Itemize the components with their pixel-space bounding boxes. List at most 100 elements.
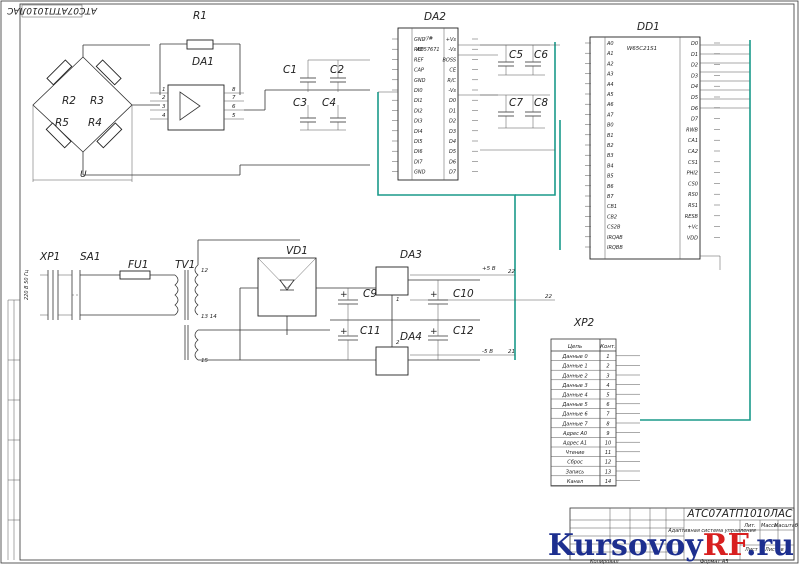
svg-text:⟋/#: ⟋/#	[422, 35, 434, 42]
xp2-row-pin: 5	[606, 393, 609, 399]
svg-text:7: 7	[232, 95, 236, 101]
dd1-right-pin-label: D4	[691, 84, 698, 90]
svg-text:1: 1	[396, 297, 400, 303]
watermark-part3: .ru	[745, 528, 794, 563]
copied-label: Копировал	[590, 559, 619, 565]
r2-label: R2	[62, 95, 76, 107]
svg-text:13 14: 13 14	[201, 314, 217, 320]
svg-text:12: 12	[201, 268, 208, 274]
da2-left-pin-label: DI2	[414, 108, 423, 114]
dd1-left-pin-label: A7	[606, 112, 614, 118]
c10-label: C10	[453, 288, 474, 300]
sa1-switch	[58, 270, 81, 320]
dd1-right-pin-label: CS0	[688, 181, 698, 187]
xp2-row-name: Данные 4	[561, 393, 587, 399]
da2-left-pin-label: GND	[414, 78, 426, 84]
stamp-code: АТС07АТП1010ЛАС	[6, 5, 98, 15]
da2-left-pin-label: DI3	[414, 119, 423, 125]
svg-text:21: 21	[508, 349, 515, 355]
xp2-header-circuit: Цепь	[568, 344, 583, 350]
da2-left-pin-label: DI0	[414, 88, 423, 94]
xp2-row-name: Данные 6	[561, 412, 587, 418]
c6-label: C6	[534, 49, 548, 61]
da1-label: DA1	[192, 56, 214, 68]
title-code: АТС07АТП1010ЛАС	[687, 508, 794, 520]
xp2-row-name: Данные 0	[561, 354, 587, 360]
da2-left-pin-label: DI5	[414, 139, 423, 145]
da4-label: DA4	[400, 331, 422, 343]
svg-text:2: 2	[396, 340, 400, 346]
dd1-label: DD1	[637, 21, 660, 33]
c1-label: C1	[283, 64, 297, 76]
xp2-row-name: Адрес А1	[562, 441, 587, 447]
da2-chip-name: AD57671	[415, 47, 439, 53]
dd1-left-pin-label: A1	[606, 51, 614, 57]
dd1-left-pin-label: B4	[607, 163, 614, 169]
svg-text:+: +	[430, 290, 438, 300]
da2-right-pin-label: D7	[449, 170, 457, 176]
dd1-left-pin-label: B3	[607, 153, 614, 159]
c2-label: C2	[330, 64, 344, 76]
dd1-left-pin-label: B5	[607, 174, 614, 180]
tv1-transformer: 12 13 14 15	[174, 239, 300, 364]
xp2-row-name: Данные 5	[561, 402, 587, 408]
sheets-label: Листов 1	[764, 547, 788, 553]
dd1-right-pin-label: RS1	[688, 203, 698, 209]
title-block	[569, 507, 795, 561]
c4-label: C4	[322, 97, 336, 109]
da2-right-pin-label: D6	[449, 159, 456, 165]
xp2-row-pin: 6	[606, 402, 609, 408]
da2-left-pin-label: DI1	[414, 98, 423, 104]
c12-label: C12	[453, 325, 474, 337]
svg-text:22: 22	[545, 294, 552, 300]
format-label: Формат А3	[700, 559, 728, 565]
dd1-left-pin-label: A6	[606, 102, 614, 108]
xp2-row-pin: 8	[606, 421, 609, 427]
dd1-left-pin-label: A3	[606, 72, 614, 78]
xp2-row-pin: 2	[606, 364, 609, 370]
xp2-row-pin: 12	[605, 460, 611, 466]
r5-label: R5	[55, 117, 69, 129]
dd1-right-pin-label: D1	[691, 52, 698, 58]
c9-label: C9	[363, 288, 377, 300]
da2-right-pin-label: -Vs	[448, 88, 456, 94]
dd1-right-pin-label: D2	[691, 63, 698, 69]
svg-text:4: 4	[162, 113, 166, 119]
da2-left-pin-label: REF	[414, 57, 424, 63]
dd1-left-pin-label: CB2	[607, 214, 617, 220]
da1-chip	[167, 84, 225, 131]
svg-text:+: +	[340, 327, 348, 337]
da3-chip	[375, 266, 409, 296]
dd1-left-pin-label: B0	[607, 123, 614, 129]
da2-right-pin-label: R/C	[447, 78, 456, 84]
c8-label: C8	[534, 97, 548, 109]
xp2-header-contact: Конт.	[600, 344, 616, 350]
dd1-chip-name: W65C21S1	[627, 46, 657, 52]
dd1-right-pin-label: VDD	[687, 235, 698, 241]
svg-text:+: +	[430, 327, 438, 337]
dd1-right-pin-label: D5	[691, 95, 698, 101]
watermark: KursovoyRF.ru	[548, 528, 794, 563]
dd1-left-pin-label: A2	[606, 61, 614, 67]
caps-c1-c4	[300, 59, 370, 131]
da1-pins: 1 2 3 4 8 7 6 5	[83, 87, 370, 176]
dd1-left-pin-label: A0	[606, 41, 614, 47]
da2-right-pin-label: D1	[449, 108, 456, 114]
dd1-right-pin-label: D0	[691, 41, 698, 47]
dd1-left-pin-label: B2	[607, 143, 614, 149]
da2-left-pin-label: REF	[414, 47, 424, 53]
xp2-row-name: Данные 1	[561, 364, 587, 370]
xp2-row-name: Канал	[567, 479, 584, 485]
dd1-right-pin-label: +Vc	[688, 225, 699, 231]
c3-label: C3	[293, 97, 307, 109]
da2-right-pin-label: CE	[449, 68, 456, 74]
dd1-right-pin-label: RS0	[688, 192, 698, 198]
xp1-connector	[40, 270, 59, 320]
da2-left-pin-label: DI7	[414, 159, 423, 165]
dd1-left-pin-label: B7	[607, 194, 614, 200]
r4-label: R4	[88, 117, 102, 129]
dd1-left-pin-label: CB1	[607, 204, 617, 210]
stamp-box	[21, 4, 83, 18]
